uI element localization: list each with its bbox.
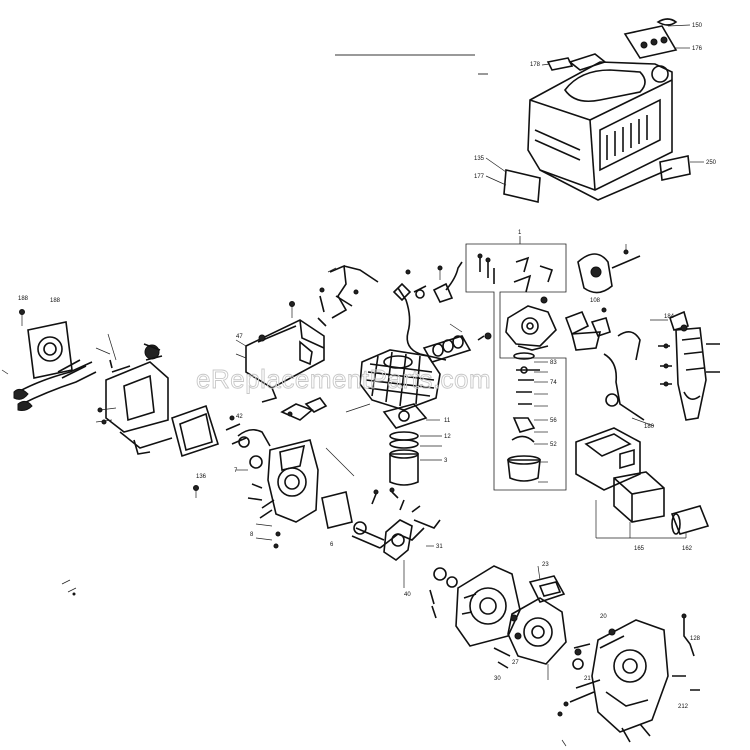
callout: 11 (444, 418, 451, 424)
watermark-text: eReplacementParts.com (196, 364, 491, 394)
callout: 188 (18, 296, 29, 302)
cylinder-assembly (345, 323, 472, 486)
exhaust-tube (17, 361, 97, 405)
fan-shroud-assembly (13, 309, 219, 498)
muffler-body (105, 361, 169, 433)
fuel-tank-assembly (485, 18, 704, 203)
crankcase-cover (455, 565, 521, 647)
fuel-tank-body (527, 61, 673, 191)
callout: 74 (550, 380, 557, 386)
callout: 52 (550, 442, 557, 448)
callout: 212 (678, 704, 689, 710)
callout: 20 (600, 614, 607, 620)
primer-assembly (564, 244, 655, 427)
carb-bowl (507, 459, 541, 482)
header-rule (335, 54, 488, 75)
callout: 180 (644, 424, 655, 430)
callout: 128 (690, 636, 701, 642)
tank-gasket-left (503, 169, 541, 203)
callout-labels: 150 176 178 135 177 250 188 136 11 12 3 … (18, 23, 717, 710)
ignition-assembly (429, 565, 567, 680)
muffler-gasket (171, 404, 219, 458)
filter-cap (670, 505, 710, 535)
crankshaft (383, 519, 413, 561)
inlet-pipe (650, 310, 720, 421)
callout: 3 (444, 458, 448, 464)
air-filter-assembly (575, 427, 710, 539)
callout: 23 (542, 562, 549, 568)
air-filter-housing (575, 427, 641, 491)
callout: 150 (692, 23, 703, 29)
crank-bearing (353, 521, 367, 535)
callout: 27 (512, 660, 519, 666)
cylinder-cover (235, 301, 325, 403)
callout: 177 (474, 174, 485, 180)
callout: 188 (50, 298, 61, 304)
fuel-cap (656, 18, 678, 26)
callout: 250 (706, 160, 717, 166)
recoil-starter-assembly (557, 613, 700, 743)
fuel-line (392, 261, 463, 361)
cylinder-body (359, 349, 441, 411)
callout: 136 (196, 474, 207, 480)
callout: 1 (518, 230, 522, 236)
shroud-plate (27, 321, 73, 379)
callout: 165 (634, 546, 645, 552)
crankshaft-assembly (351, 487, 441, 588)
crankcase-gasket (321, 491, 353, 529)
callout: 47 (236, 334, 243, 340)
carburetor-frame (465, 243, 567, 491)
callout: 56 (550, 418, 557, 424)
intake-tube (675, 327, 707, 421)
callout: 21 (584, 676, 591, 682)
callout: 8 (250, 532, 254, 538)
callout: 176 (692, 46, 703, 52)
callout: 7 (234, 468, 238, 474)
label-plate (623, 25, 678, 59)
crankcase (225, 397, 355, 549)
flywheel (507, 597, 567, 665)
callout: 184 (664, 314, 675, 320)
carburetor-body (505, 305, 557, 347)
callout: 6 (330, 542, 334, 548)
air-filter-element (613, 471, 665, 523)
callout: 178 (530, 62, 541, 68)
piston-ring-top (389, 431, 419, 441)
callout: 135 (474, 156, 485, 162)
throttle-linkage (317, 264, 379, 327)
primer-bulb (577, 253, 613, 294)
piston (389, 453, 419, 486)
callout: 83 (550, 360, 557, 366)
callout: 108 (590, 298, 601, 304)
callout: 42 (236, 414, 243, 420)
cylinder-gasket (382, 403, 428, 429)
stray-marks (1, 369, 567, 747)
ignition-coil (528, 575, 566, 603)
crankcase-half (267, 439, 319, 523)
callout: 30 (494, 676, 501, 682)
callout: 31 (436, 544, 443, 550)
tank-gasket-right (659, 155, 691, 181)
piston-ring-bottom (389, 439, 419, 449)
callout: 40 (404, 592, 411, 598)
callout: 12 (444, 434, 451, 440)
starter-housing (591, 619, 669, 733)
callout: 162 (682, 546, 693, 552)
carburetor-assembly (465, 236, 567, 491)
